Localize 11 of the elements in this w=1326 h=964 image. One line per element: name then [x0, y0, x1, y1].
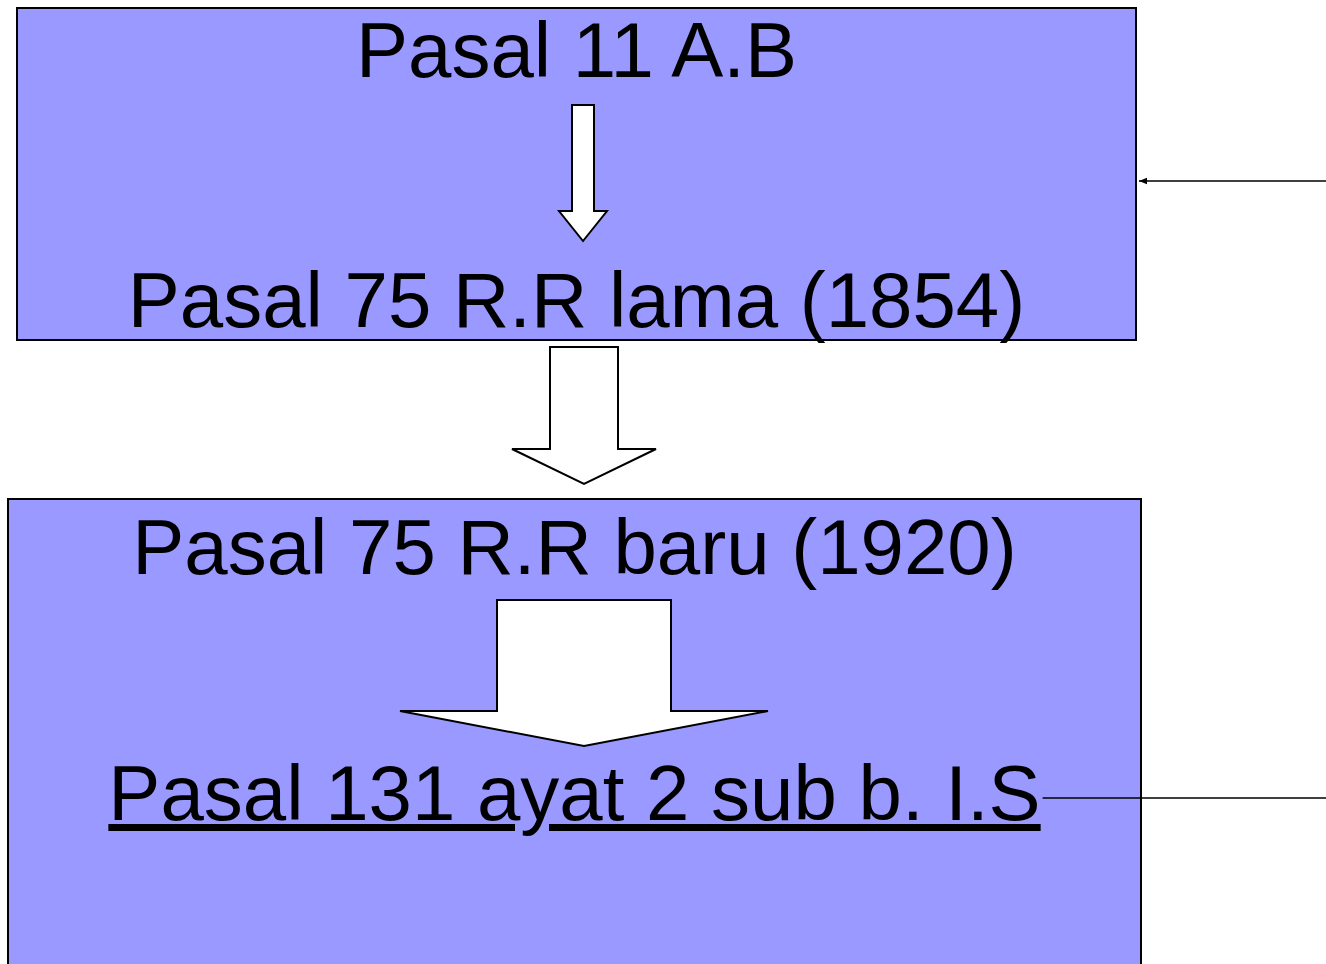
article-label: Pasal 11 A.B — [356, 5, 797, 95]
panel — [7, 498, 1142, 964]
panel — [16, 7, 1137, 341]
article-label: Pasal 75 R.R lama (1854) — [127, 255, 1026, 345]
article-label: Pasal 131 ayat 2 sub b. I.S — [108, 748, 1041, 838]
block-arrow — [556, 104, 610, 243]
arrow — [1138, 177, 1326, 185]
block-arrow — [511, 346, 657, 486]
connector-line — [1041, 797, 1326, 799]
article-label: Pasal 75 R.R baru (1920) — [132, 502, 1017, 592]
block-arrow — [399, 599, 769, 747]
